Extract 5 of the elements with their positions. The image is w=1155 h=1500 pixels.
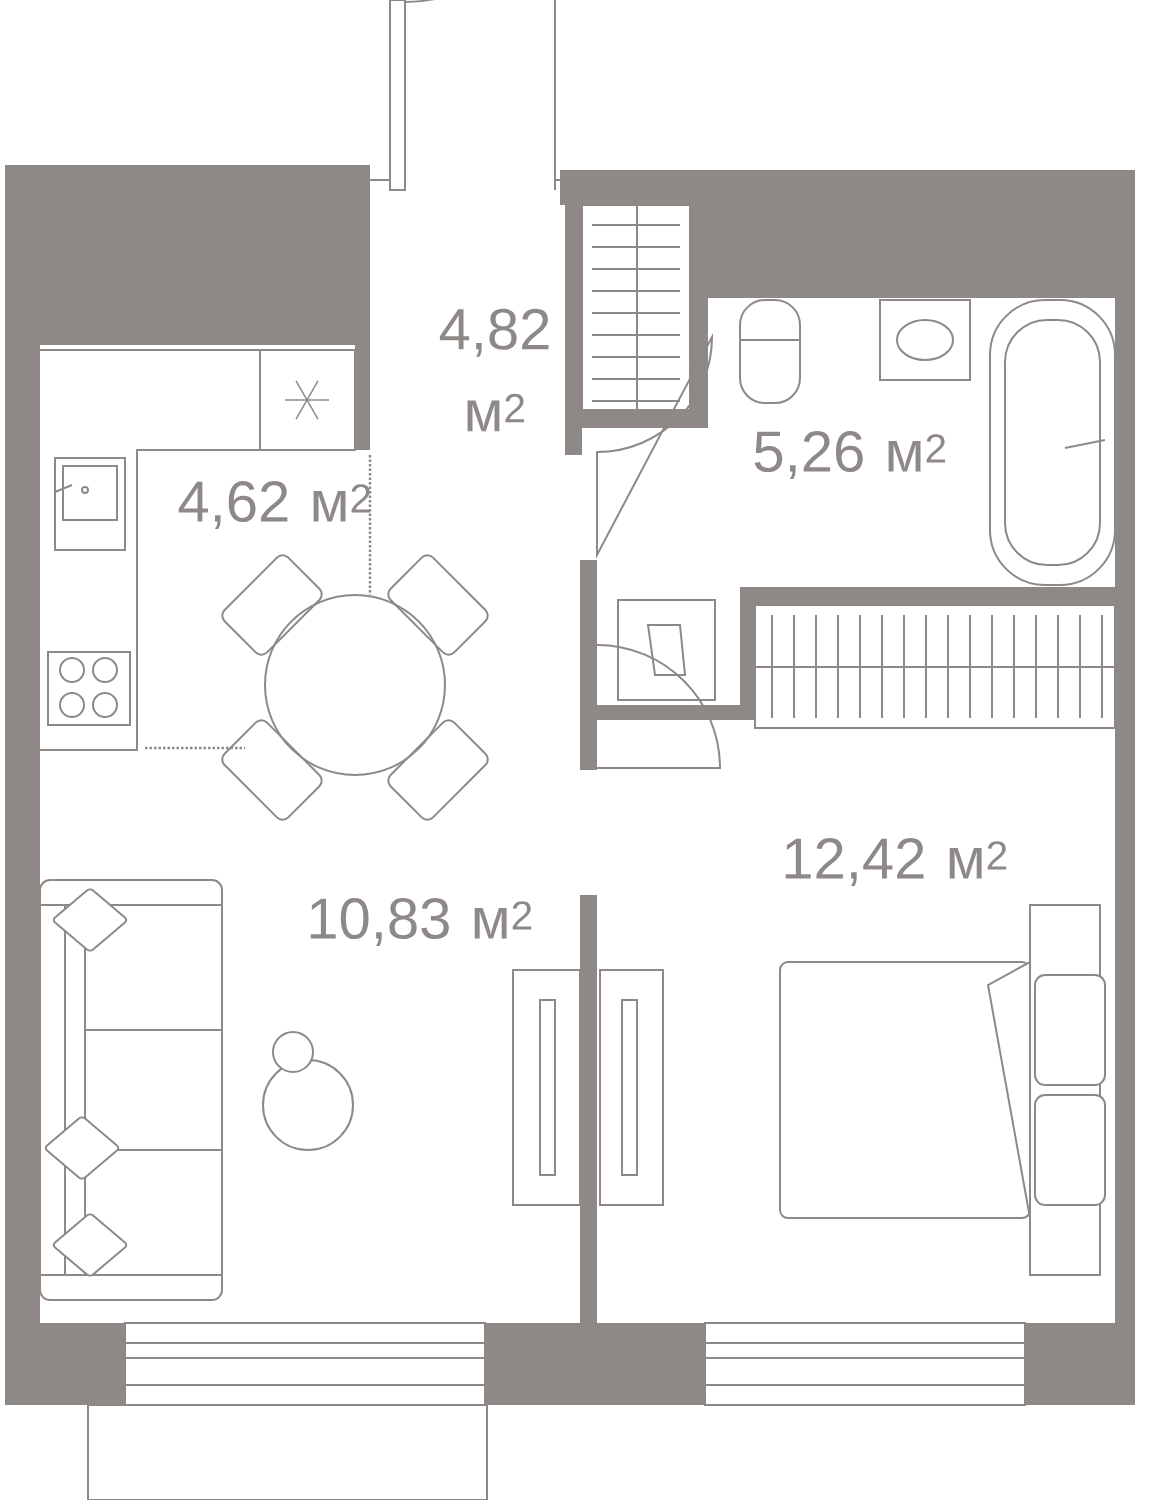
area-label: 5,26 м$^{2}$ xyxy=(754,431,946,479)
area-label: 12,42 м$^{2}$ xyxy=(785,838,1007,886)
area-label: 4,82 м$^{2}$ xyxy=(439,308,549,432)
area-label: 10,83 м$^{2}$ xyxy=(310,898,532,946)
area-label: 4,62 м$^{2}$ xyxy=(178,481,371,529)
